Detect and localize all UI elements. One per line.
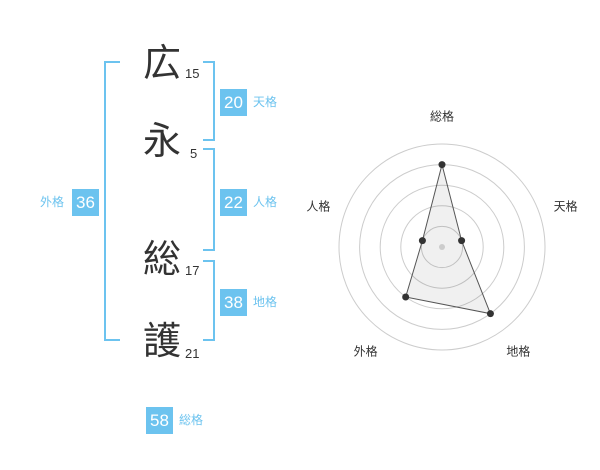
tenkaku-bracket	[203, 61, 215, 141]
stroke-count-1: 15	[185, 66, 200, 81]
radar-ring-5	[338, 143, 546, 351]
radar-chart: 総格天格地格 外格 人格	[300, 110, 590, 370]
radar-axis-label-5: 人格	[306, 198, 330, 213]
radar-center-dot	[439, 244, 445, 250]
jinkaku-value: 22	[220, 189, 247, 216]
chikaku-value: 38	[220, 289, 247, 316]
radar-point-3	[486, 310, 494, 318]
tenkaku-value: 20	[220, 89, 247, 116]
radar-point-1	[438, 161, 446, 169]
soukaku-value: 58	[146, 407, 173, 434]
radar-axis-label-3: 地格	[506, 344, 530, 359]
gaikaku-value: 36	[72, 189, 99, 216]
soukaku-label: 総格	[179, 413, 204, 427]
tenkaku-label: 天格	[253, 95, 278, 109]
radar-area	[405, 164, 492, 315]
name-char-4: 護	[143, 319, 182, 363]
name-char-1: 広	[143, 41, 182, 85]
stroke-count-3: 17	[185, 263, 200, 278]
radar-axis-label-4: 外格	[354, 344, 378, 359]
radar-point-4	[402, 293, 410, 301]
radar-axis-label-2: 天格	[554, 198, 578, 213]
gaikaku-bracket	[104, 61, 120, 341]
jinkaku-bracket	[203, 148, 215, 251]
stroke-count-4: 21	[185, 346, 200, 361]
name-char-2: 永	[143, 119, 182, 163]
radar-ring-3	[379, 184, 505, 310]
name-char-3: 総	[143, 237, 182, 281]
jinkaku-label: 人格	[253, 195, 278, 209]
chikaku-label: 地格	[253, 295, 278, 309]
radar-axis-label-1: 総格	[430, 110, 454, 124]
radar-point-2	[458, 237, 466, 245]
stroke-count-2: 5	[190, 146, 198, 161]
chikaku-bracket	[203, 260, 215, 341]
radar-point-5	[418, 237, 426, 245]
radar-ring-1	[420, 225, 464, 269]
gaikaku-label: 外格	[40, 195, 65, 209]
radar-ring-2	[400, 205, 484, 289]
